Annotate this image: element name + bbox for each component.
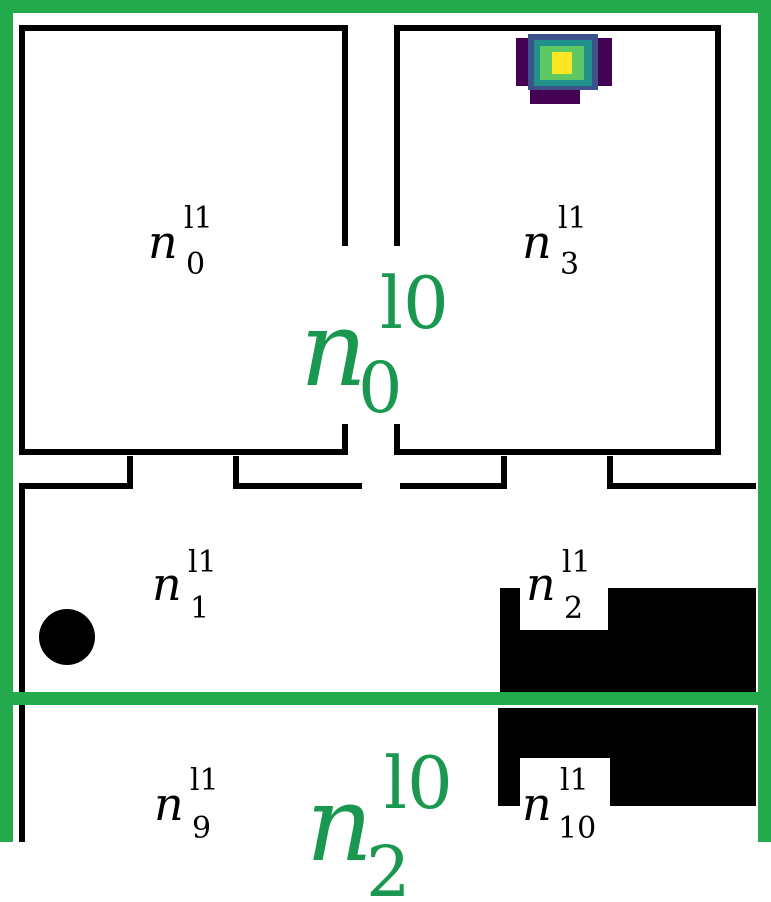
room-9-sup: l1	[190, 763, 219, 798]
region-0-sup: l0	[380, 261, 449, 345]
region-2-label: n	[306, 763, 373, 885]
room-labels: n 0 l1 n 3 l1 n 1 l1 n 2 l1 n 9 l1 n 10 …	[148, 201, 596, 846]
room-0-sup: l1	[184, 201, 213, 236]
agent-dot-icon	[39, 609, 95, 665]
region-0-label: n	[300, 288, 367, 410]
room-2-sup: l1	[562, 545, 591, 580]
room-9-label: n	[154, 777, 184, 831]
room-10-label-bg	[520, 758, 610, 842]
region-labels: n 0 l0 n 2 l0	[300, 261, 453, 902]
region-0-border	[0, 0, 771, 705]
room-10-sup: l1	[560, 763, 589, 798]
room-10-label: n	[522, 777, 552, 831]
room-3-sup: l1	[558, 201, 587, 236]
walls	[19, 25, 756, 848]
room-2-label-bg	[520, 560, 608, 630]
room-10-sub: 10	[558, 811, 596, 846]
wall-corridor-mid	[233, 456, 362, 489]
wall-corridor-right	[607, 456, 756, 489]
region-2-sub: 2	[366, 831, 411, 902]
room-0-label: n	[148, 215, 178, 269]
room-1-label: n	[152, 557, 182, 611]
room-9-sub: 9	[192, 811, 211, 846]
region-borders	[0, 0, 771, 842]
wall-room-0	[19, 25, 348, 455]
bottom-white-band	[0, 842, 771, 902]
room-2-sub: 2	[564, 591, 583, 626]
wall-corridor-mid2	[400, 456, 507, 489]
room-1-sup: l1	[188, 545, 217, 580]
room-1-sub: 1	[190, 591, 209, 626]
room-0-sub: 0	[186, 247, 205, 282]
goal-heatmap-icon	[516, 34, 612, 104]
wall-room-3	[394, 25, 721, 455]
wall-corridor-left	[19, 456, 133, 848]
region-2-sup: l0	[384, 741, 453, 825]
room-2-label: n	[526, 557, 556, 611]
room-3-label: n	[522, 215, 552, 269]
room-3-sub: 3	[560, 247, 579, 282]
region-0-sub: 0	[358, 347, 403, 429]
region-0-label-bg	[346, 250, 398, 422]
